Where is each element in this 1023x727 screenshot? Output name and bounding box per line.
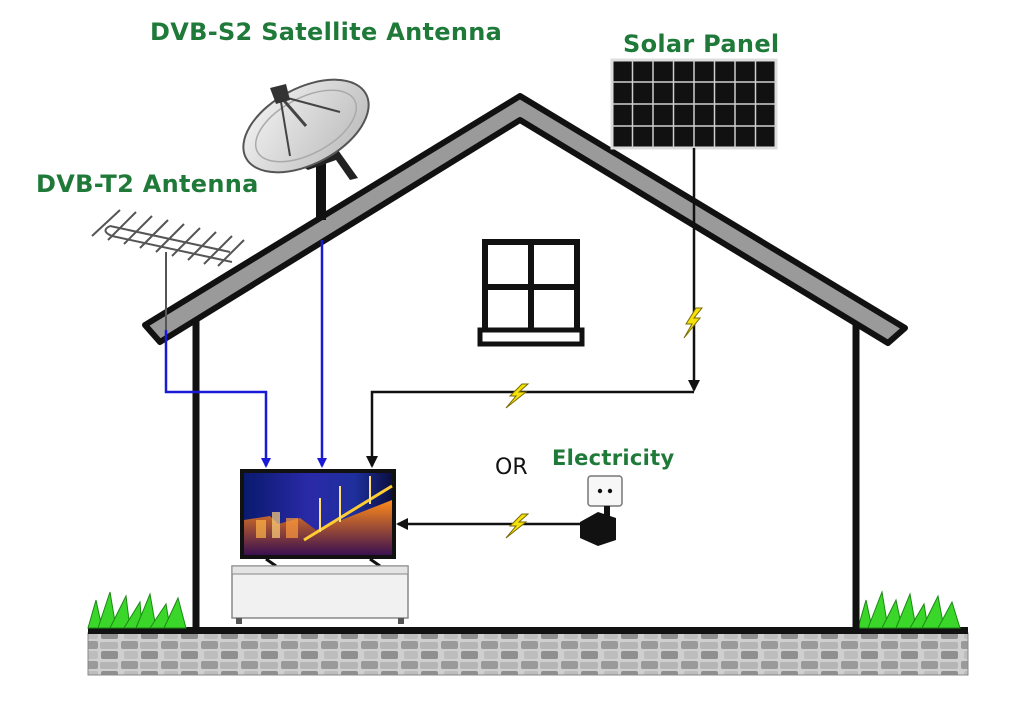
house-walls xyxy=(192,318,860,630)
or-label: OR xyxy=(495,455,528,480)
lightning-bolt-icon xyxy=(505,307,704,539)
wall-socket-icon xyxy=(587,475,623,507)
satellite-antenna-label: DVB-S2 Satellite Antenna xyxy=(150,18,503,46)
grass-left xyxy=(87,591,187,629)
yagi-antenna-icon xyxy=(91,209,245,330)
solar-panel-label: Solar Panel xyxy=(623,30,780,58)
grass-right xyxy=(857,590,961,629)
window xyxy=(477,239,585,347)
terrestrial-antenna-label: DVB-T2 Antenna xyxy=(36,170,259,198)
ground xyxy=(87,627,969,676)
tv-icon xyxy=(240,469,396,568)
satellite-dish-icon xyxy=(242,78,370,220)
power-adapter-icon xyxy=(580,506,616,546)
roof xyxy=(142,93,908,346)
power-cables xyxy=(366,148,700,530)
electricity-label: Electricity xyxy=(552,446,675,470)
antenna-cables xyxy=(164,240,327,468)
tv-cabinet xyxy=(231,565,409,624)
solar-panel-icon xyxy=(610,58,778,150)
